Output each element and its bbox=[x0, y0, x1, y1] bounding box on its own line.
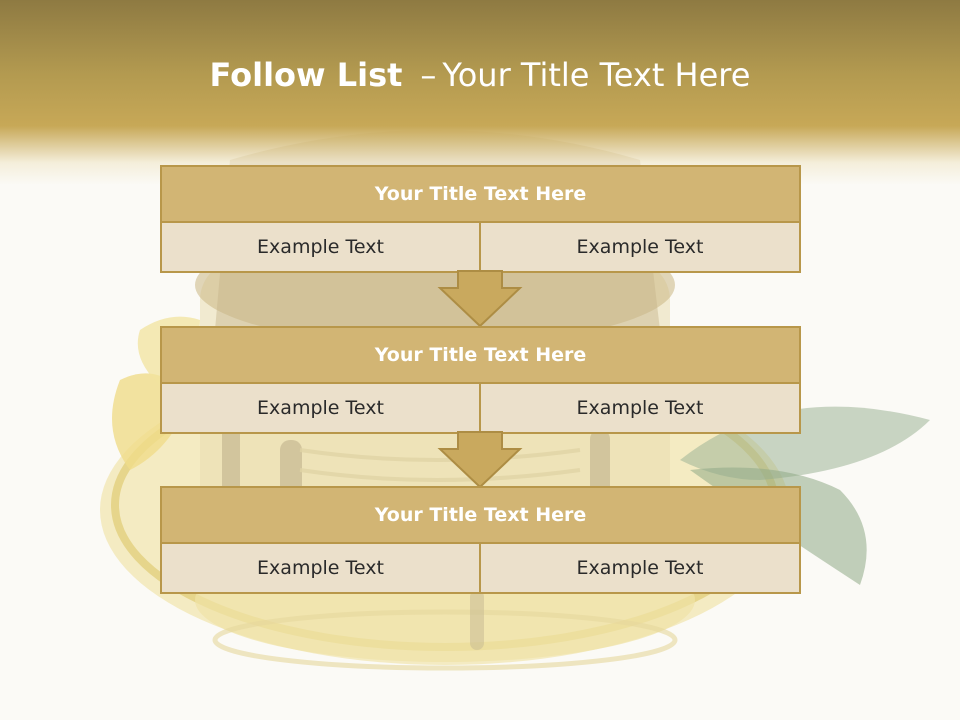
title-separator: – bbox=[420, 56, 437, 94]
block-row: Example Text Example Text bbox=[160, 384, 801, 434]
block-cell-right: Example Text bbox=[481, 223, 801, 273]
title-rest: Your Title Text Here bbox=[442, 56, 751, 94]
list-block-3: Your Title Text Here Example Text Exampl… bbox=[160, 486, 801, 594]
block-title: Your Title Text Here bbox=[160, 326, 801, 384]
block-title: Your Title Text Here bbox=[160, 486, 801, 544]
block-cell-left: Example Text bbox=[160, 544, 481, 594]
slide-title: Follow List–Your Title Text Here bbox=[0, 52, 960, 98]
block-row: Example Text Example Text bbox=[160, 544, 801, 594]
title-bold: Follow List bbox=[209, 56, 403, 94]
header-band bbox=[0, 0, 960, 185]
block-cell-left: Example Text bbox=[160, 223, 481, 273]
block-cell-left: Example Text bbox=[160, 384, 481, 434]
down-arrow-icon bbox=[437, 270, 523, 328]
list-block-1: Your Title Text Here Example Text Exampl… bbox=[160, 165, 801, 273]
down-arrow-icon bbox=[437, 431, 523, 489]
block-title: Your Title Text Here bbox=[160, 165, 801, 223]
block-cell-right: Example Text bbox=[481, 544, 801, 594]
list-block-2: Your Title Text Here Example Text Exampl… bbox=[160, 326, 801, 434]
block-row: Example Text Example Text bbox=[160, 223, 801, 273]
block-cell-right: Example Text bbox=[481, 384, 801, 434]
